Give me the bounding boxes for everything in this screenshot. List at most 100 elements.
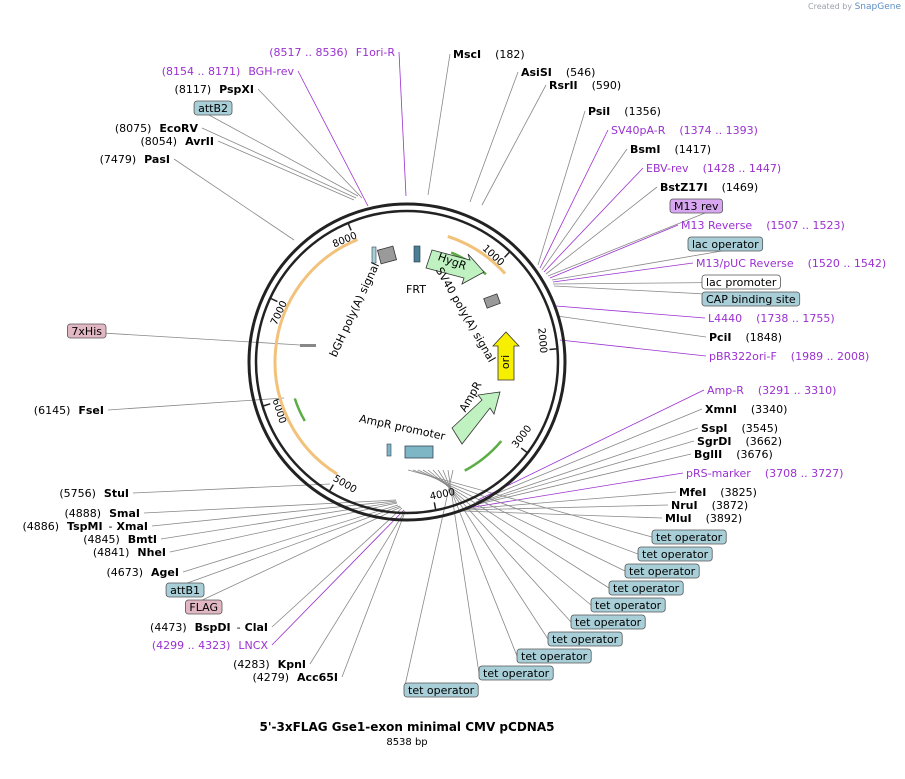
feature-label: tet operator	[483, 667, 550, 680]
feature-attb2: attB2	[193, 100, 233, 116]
feature-box	[590, 597, 666, 613]
label-position: (4283)	[233, 658, 270, 671]
label-name: L4440	[708, 312, 742, 325]
leader-line	[477, 389, 705, 501]
label-name: M13 Reverse	[681, 219, 752, 232]
label-position: (1507 .. 1523)	[766, 219, 845, 232]
label-position: (8054)	[141, 135, 178, 148]
label-position: (7479)	[100, 153, 137, 166]
label-position: (3291 .. 3310)	[758, 384, 837, 397]
feature-box	[687, 236, 764, 252]
leader-line	[132, 483, 331, 494]
map-title: 5'-3xFLAG Gse1-exon minimal CMV pCDNA5	[260, 720, 555, 734]
credit-prefix: Created by	[808, 2, 853, 11]
leader-line	[539, 129, 609, 269]
label-position: (1989 .. 2008)	[791, 350, 870, 363]
feature-box	[547, 631, 623, 647]
leader-line	[447, 469, 480, 674]
label-position: (3662)	[745, 435, 782, 448]
tick-mark	[520, 447, 528, 453]
leader-line	[432, 469, 572, 623]
hygr-arrow	[425, 249, 485, 285]
label-name: SgrDI	[697, 435, 731, 448]
leader-line	[541, 148, 628, 271]
label-name: BglII	[694, 448, 722, 461]
label-name: AsiSI	[521, 66, 552, 79]
label-name: pRS-marker	[686, 467, 751, 480]
label-position: (3545)	[741, 422, 778, 435]
feature-box	[67, 323, 107, 339]
feature-tet-operator: tet operator	[403, 682, 479, 698]
label-name: EBV-rev	[646, 162, 689, 175]
leader-line	[427, 53, 451, 196]
tick-mark	[347, 223, 352, 231]
label-name: EcoRV	[159, 122, 198, 135]
site-fsei: FseI (6145)	[34, 404, 104, 417]
label-position: (3825)	[720, 486, 757, 499]
leader-line	[471, 440, 695, 506]
feature-label: tet operator	[575, 616, 642, 629]
feature-attb1: attB1	[165, 582, 205, 598]
label-position: (5756)	[59, 487, 96, 500]
label-name: PasI	[144, 153, 170, 166]
leader-line	[217, 140, 355, 201]
leader-line	[69, 330, 301, 346]
leader-line	[549, 224, 679, 279]
feature-box	[701, 291, 801, 307]
label-name: PspXI	[219, 83, 254, 96]
ampr-arrow	[451, 391, 501, 445]
tick-label-3000: 3000	[510, 423, 534, 450]
label-position: (1356)	[624, 105, 661, 118]
hygr-region-arc	[447, 235, 507, 275]
primer-l4440: L4440(1738 .. 1755)	[708, 312, 835, 325]
site-bstz17i: BstZ17I(1469)	[660, 181, 758, 194]
label-position: (4888)	[65, 507, 102, 520]
label-name: MscI	[453, 48, 481, 61]
label-name: TspMI	[67, 520, 103, 533]
backbone-inner	[254, 209, 560, 515]
feature-box	[608, 580, 684, 596]
sv40-polya-box	[483, 293, 501, 309]
leader-line	[469, 71, 519, 203]
site-sgrdi: SgrDI (3662)	[697, 435, 782, 448]
feature-cap-binding-site: CAP binding site	[701, 291, 801, 307]
leader-line	[552, 262, 694, 283]
site-mfei: MfeI (3825)	[679, 486, 757, 499]
label-name: FseI	[78, 404, 104, 417]
feature-7xhis: 7xHis	[67, 323, 107, 339]
label-position: (6145)	[34, 404, 71, 417]
site-msci: MscI(182)	[453, 48, 525, 61]
bgh-polya-box	[376, 245, 398, 265]
site-avrii: AvrII(8054)	[141, 135, 214, 148]
leader-line	[173, 158, 295, 241]
label-name: BGH-rev	[248, 65, 294, 78]
primer-sv40pa-r: SV40pA-R(1374 .. 1393)	[611, 124, 758, 137]
label-name: MfeI	[679, 486, 706, 499]
leader-line	[465, 491, 677, 510]
feature-label: attB1	[170, 584, 200, 597]
site-kpni: KpnI(4283)	[233, 658, 306, 671]
site-nhei: NheI(4841)	[93, 546, 166, 559]
label-name: SspI	[701, 422, 727, 435]
leader-line	[555, 305, 706, 319]
site-tspmi: XmaI-TspMI(4886)	[22, 520, 148, 533]
site-xmni: XmnI(3340)	[705, 403, 787, 416]
tick-label-4000: 4000	[429, 487, 456, 503]
label-name: BsmI	[630, 143, 661, 156]
site-smai: SmaI(4888)	[65, 507, 140, 520]
feature-box	[193, 100, 233, 116]
label-name: Acc65I	[297, 671, 338, 684]
feature-tet-operator: tet operator	[590, 597, 666, 613]
label-name: AgeI	[151, 566, 179, 579]
feature-label: M13 rev	[674, 200, 719, 213]
site-mlui: MluI(3892)	[665, 512, 742, 525]
promoter-region-arc	[273, 238, 359, 476]
leader-line	[201, 127, 357, 199]
tick-mark	[270, 297, 278, 303]
label-position: (3892)	[706, 512, 743, 525]
label-position: (1417)	[675, 143, 712, 156]
leader-line	[442, 469, 518, 657]
leader-line	[309, 510, 406, 665]
feature-label: tet operator	[595, 599, 662, 612]
